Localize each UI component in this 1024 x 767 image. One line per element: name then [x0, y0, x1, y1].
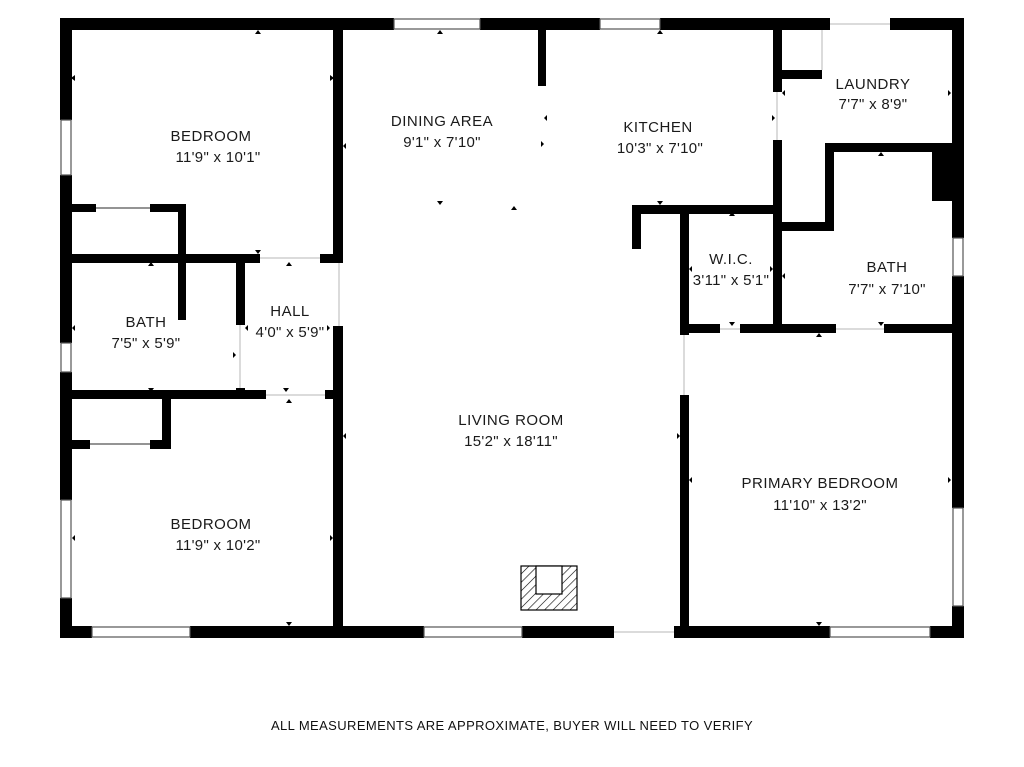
room-dim-bath-e: 7'7" x 7'10" — [848, 281, 926, 298]
room-name-primary-bedroom: PRIMARY BEDROOM — [742, 475, 899, 492]
room-name-dining: DINING AREA — [391, 113, 493, 130]
room-dim-bath-w: 7'5" x 5'9" — [112, 335, 181, 352]
room-name-bath-e: BATH — [867, 259, 908, 276]
room-labels: BEDROOM 11'9" x 10'1" BATH 7'5" x 5'9" H… — [112, 76, 926, 554]
walls — [60, 18, 964, 638]
measurement-disclaimer: ALL MEASUREMENTS ARE APPROXIMATE, BUYER … — [270, 718, 754, 733]
room-dim-living: 15'2" x 18'11" — [464, 433, 558, 450]
dimension-markers — [71, 30, 951, 626]
window — [91, 626, 191, 638]
window — [60, 119, 72, 176]
windows — [60, 18, 964, 638]
fireplace-icon — [520, 565, 578, 611]
window — [829, 626, 931, 638]
room-name-bedroom-nw: BEDROOM — [170, 128, 251, 145]
room-dim-bedroom-sw: 11'9" x 10'2" — [175, 537, 260, 554]
room-dim-dining: 9'1" x 7'10" — [403, 134, 481, 151]
window — [423, 626, 523, 638]
room-dim-kitchen: 10'3" x 7'10" — [617, 140, 703, 157]
door-openings — [239, 23, 890, 633]
room-dim-primary-bedroom: 11'10" x 13'2" — [773, 497, 867, 514]
room-name-laundry: LAUNDRY — [836, 76, 911, 93]
window — [60, 342, 72, 373]
window — [393, 18, 481, 30]
room-dim-wic: 3'11" x 5'1" — [693, 272, 769, 289]
room-dim-laundry: 7'7" x 8'9" — [839, 96, 908, 113]
room-dim-hall: 4'0" x 5'9" — [256, 324, 325, 341]
room-name-bedroom-sw: BEDROOM — [170, 516, 251, 533]
room-name-wic: W.I.C. — [709, 251, 753, 268]
window — [952, 507, 964, 607]
window — [952, 237, 964, 277]
room-dim-bedroom-nw: 11'9" x 10'1" — [175, 149, 260, 166]
window — [599, 18, 661, 30]
window — [60, 499, 72, 599]
room-name-kitchen: KITCHEN — [623, 119, 692, 136]
room-name-living: LIVING ROOM — [458, 412, 564, 429]
room-name-bath-w: BATH — [126, 314, 167, 331]
room-name-hall: HALL — [270, 303, 310, 320]
